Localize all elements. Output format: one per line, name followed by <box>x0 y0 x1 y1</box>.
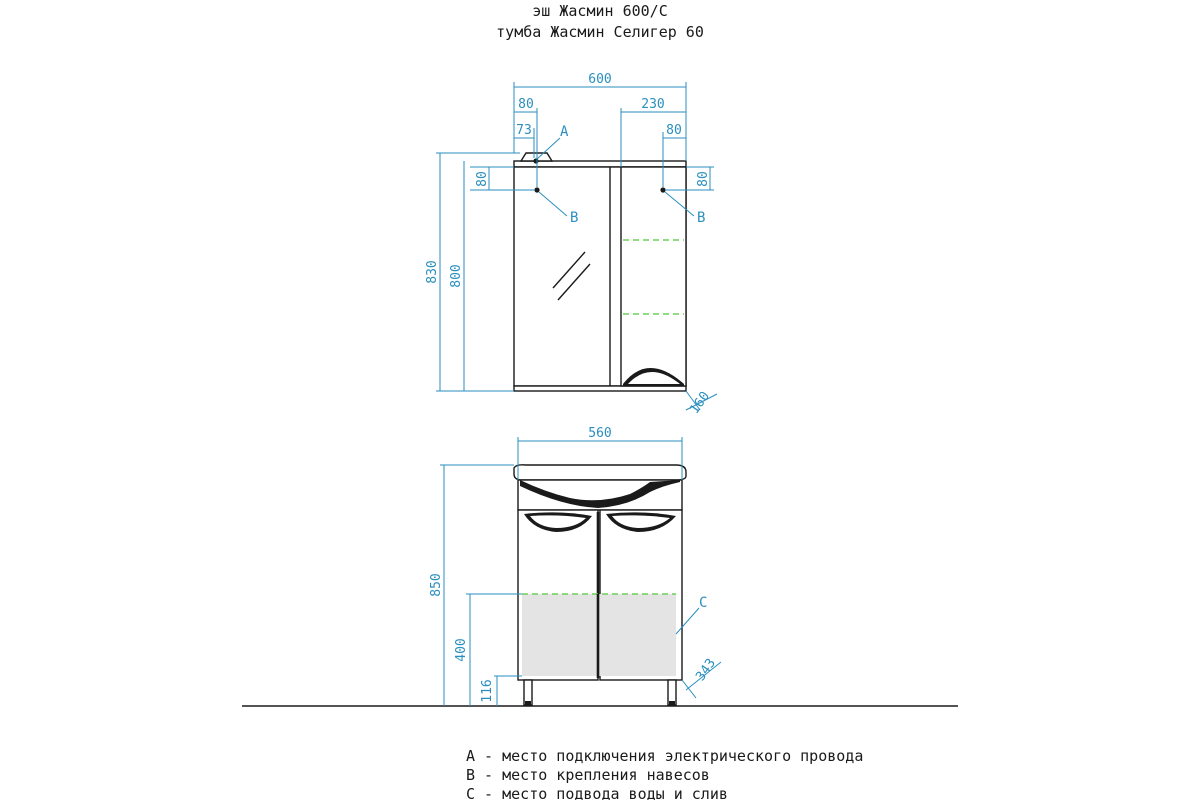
dim-body-height: 800 <box>449 264 464 287</box>
dim-mirror-offset-80: 80 <box>518 97 534 112</box>
dim-leg-height: 116 <box>480 679 495 702</box>
marker-c: C <box>699 595 707 611</box>
dim-mirror-offset-73: 73 <box>516 123 532 138</box>
header-line-1: эш Жасмин 600/С <box>532 2 667 20</box>
mirror-dimensions: 600 80 73 A 230 80 80 80 B B <box>425 72 718 417</box>
mirror-reflection <box>552 251 586 289</box>
marker-b-right: B <box>697 210 705 226</box>
dim-mirror-depth: 160 <box>687 389 713 417</box>
dim-total-height: 830 <box>425 260 440 283</box>
dim-hinge-left-80: 80 <box>475 171 490 187</box>
legend-item-b: В - место крепления навесов <box>466 766 710 784</box>
mount-point-b-right <box>660 187 666 193</box>
dim-water-height: 400 <box>454 638 469 661</box>
dim-mirror-width: 600 <box>588 72 611 87</box>
dim-shelf-width: 230 <box>641 97 664 112</box>
marker-a: A <box>560 124 569 140</box>
dim-vanity-width: 560 <box>588 426 611 441</box>
marker-b-left: B <box>570 210 578 226</box>
dim-shelf-offset-80: 80 <box>666 123 682 138</box>
mirror-cabinet <box>513 152 687 392</box>
mount-point-a <box>533 158 539 164</box>
legend-item-c: С - место подвода воды и слив <box>466 785 728 800</box>
dim-vanity-height: 850 <box>429 573 444 596</box>
header-line-2: тумба Жасмин Селигер 60 <box>496 23 704 41</box>
dim-vanity-depth: 343 <box>693 656 719 684</box>
mount-point-b-left <box>534 187 540 193</box>
legend-item-a: А - место подключения электрического про… <box>466 747 863 765</box>
vanity-dimensions: 560 850 400 116 C 343 <box>429 426 722 706</box>
legend: А - место подключения электрического про… <box>466 747 863 800</box>
vanity-unit <box>513 464 687 706</box>
dim-hinge-right-80: 80 <box>696 171 711 187</box>
